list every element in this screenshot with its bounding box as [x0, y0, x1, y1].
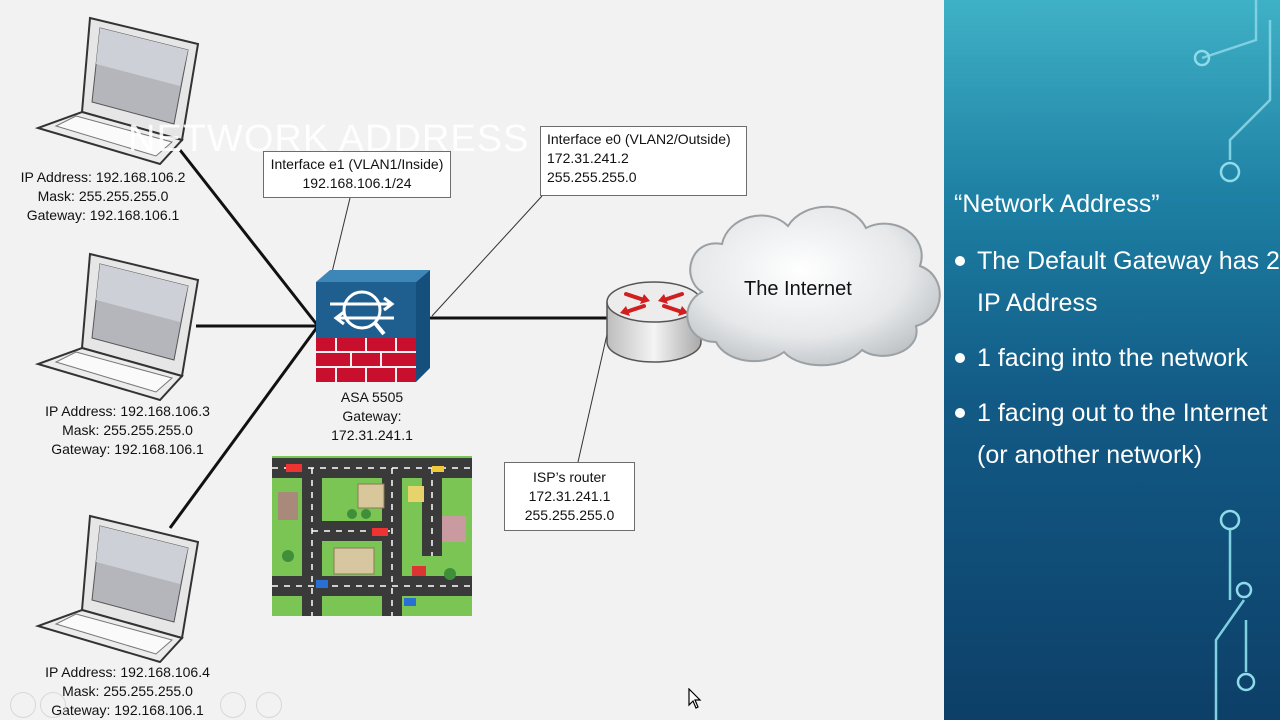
circuit-decoration — [1193, 0, 1272, 720]
interface-outside-ip: 172.31.241.2 — [547, 150, 629, 166]
previous-slide-button[interactable] — [10, 692, 36, 718]
laptop-3-config: IP Address: 192.168.106.4 Mask: 255.255.… — [30, 663, 225, 720]
interface-outside-box: Interface e0 (VLAN2/Outside) 172.31.241.… — [540, 126, 747, 196]
isp-router-ip: 172.31.241.1 — [528, 488, 611, 504]
firewall-model: ASA 5505 — [340, 389, 404, 405]
interface-outside-mask: 255.255.255.0 — [547, 169, 637, 185]
next-slide-button[interactable] — [40, 692, 66, 718]
pen-tool-button[interactable] — [220, 692, 246, 718]
laptop-1-config: IP Address: 192.168.106.2 Mask: 255.255.… — [8, 168, 198, 225]
sidebar-title: “Network Address” — [954, 190, 1160, 218]
bullet-dot-icon — [955, 256, 965, 266]
slide-sidebar: “Network Address” The Default Gateway ha… — [944, 0, 1280, 720]
bullet-dot-icon — [955, 408, 965, 418]
laptop-3-ip: IP Address: 192.168.106.4 — [45, 664, 210, 680]
isp-router-name: ISP’s router — [533, 469, 606, 485]
sidebar-bullet-list: The Default Gateway has 2 IP Address 1 f… — [954, 240, 1280, 489]
firewall-label: ASA 5505 Gateway: 172.31.241.1 — [312, 388, 432, 445]
firewall-gateway-label: Gateway: — [342, 408, 402, 424]
firewall-gateway-ip: 172.31.241.1 — [331, 427, 413, 443]
bullet-item: The Default Gateway has 2 IP Address — [954, 240, 1280, 324]
interface-inside-name: Interface e1 (VLAN1/Inside) — [270, 156, 444, 172]
laptop-icon — [34, 252, 200, 401]
watermark-title: NETWORK ADDRESS — [128, 118, 530, 160]
internet-label: The Internet — [744, 278, 852, 300]
laptop-2-gateway: Gateway: 192.168.106.1 — [51, 441, 204, 457]
isp-router-mask: 255.255.255.0 — [524, 507, 615, 523]
laptop-2-ip: IP Address: 192.168.106.3 — [45, 403, 210, 419]
firewall-icon — [316, 270, 430, 382]
laptop-icon — [34, 16, 200, 165]
mouse-cursor-icon — [688, 688, 702, 709]
city-map-icon — [272, 456, 472, 616]
bullet-dot-icon — [955, 353, 965, 363]
laptop-3-mask: Mask: 255.255.255.0 — [62, 683, 193, 699]
interface-outside-name: Interface e0 (VLAN2/Outside) — [547, 131, 731, 147]
laptop-icon — [34, 514, 200, 663]
bullet-item: 1 facing into the network — [954, 337, 1280, 379]
bullet-text: The Default Gateway has 2 IP Address — [977, 247, 1280, 317]
bullet-text: 1 facing out to the Internet (or another… — [977, 399, 1268, 469]
router-icon — [606, 281, 702, 363]
bullet-item: 1 facing out to the Internet (or another… — [954, 392, 1280, 476]
interface-inside-ip: 192.168.106.1/24 — [302, 175, 412, 191]
bullet-text: 1 facing into the network — [977, 344, 1248, 372]
laptop-1-mask: Mask: 255.255.255.0 — [37, 188, 169, 204]
isp-router-box: ISP’s router 172.31.241.1 255.255.255.0 — [504, 462, 635, 531]
laptop-3-gateway: Gateway: 192.168.106.1 — [51, 702, 204, 718]
slide-menu-button[interactable] — [256, 692, 282, 718]
laptop-1-gateway: Gateway: 192.168.106.1 — [26, 207, 180, 223]
interface-inside-box: Interface e1 (VLAN1/Inside) 192.168.106.… — [263, 151, 451, 198]
laptop-1-ip: IP Address: 192.168.106.2 — [20, 169, 186, 185]
cloud-icon — [686, 205, 941, 367]
network-diagram: IP Address: 192.168.106.2 Mask: 255.255.… — [0, 16, 941, 720]
laptop-2-config: IP Address: 192.168.106.3 Mask: 255.255.… — [30, 402, 225, 459]
laptop-2-mask: Mask: 255.255.255.0 — [62, 422, 193, 438]
slide-navigation-bar — [0, 690, 300, 720]
connection-lines — [168, 149, 609, 529]
